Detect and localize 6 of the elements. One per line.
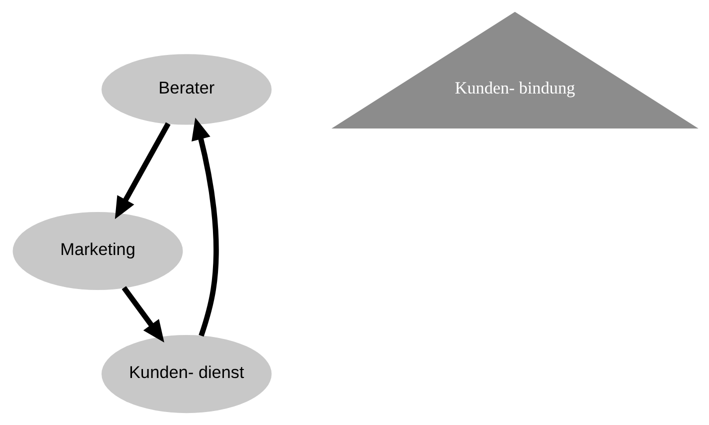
- arrow: [114, 122, 170, 220]
- arrow: [191, 118, 218, 337]
- arrow: [121, 286, 164, 343]
- node-ellipse: Berater: [101, 54, 272, 125]
- node-ellipse: Marketing: [12, 212, 182, 290]
- node-ellipse: Kunden- dienst: [101, 334, 272, 414]
